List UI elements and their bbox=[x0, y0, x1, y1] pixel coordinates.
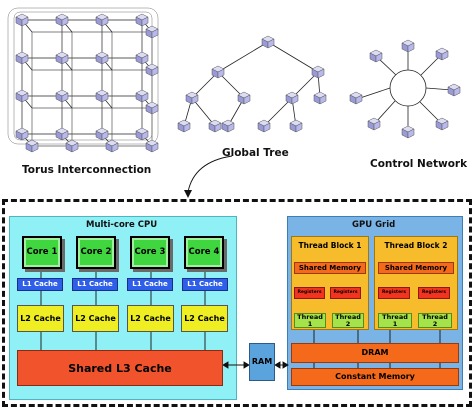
network-illustrations bbox=[7, 7, 461, 198]
registers-1b: Registers bbox=[330, 287, 361, 299]
caption-torus: Torus Interconnection bbox=[22, 164, 152, 176]
l2-cache-4: L2 Cache bbox=[181, 305, 228, 332]
thread-2-block-2: Thread 2 bbox=[418, 313, 452, 328]
dram: DRAM bbox=[291, 343, 459, 363]
thread-2-block-1: Thread 2 bbox=[332, 313, 364, 328]
shared-memory-2: Shared Memory bbox=[378, 262, 454, 274]
constant-memory: Constant Memory bbox=[291, 368, 459, 386]
core-1: Core 1 bbox=[22, 236, 62, 269]
core-4: Core 4 bbox=[184, 236, 224, 269]
torus-network-icon bbox=[7, 7, 159, 153]
global-tree-icon bbox=[177, 35, 327, 133]
caption-global-tree: Global Tree bbox=[222, 147, 289, 159]
l1-cache-3: L1 Cache bbox=[127, 278, 173, 291]
l1-cache-4: L1 Cache bbox=[182, 278, 228, 291]
cpu-title: Multi-core CPU bbox=[86, 220, 158, 230]
registers-2b: Registers bbox=[418, 287, 450, 299]
ram: RAM bbox=[249, 343, 275, 381]
l2-cache-3: L2 Cache bbox=[127, 305, 174, 332]
l1-cache-1: L1 Cache bbox=[17, 278, 63, 291]
core-2: Core 2 bbox=[76, 236, 116, 269]
thread-1-block-1: Thread 1 bbox=[294, 313, 326, 328]
registers-1a: Registers bbox=[294, 287, 325, 299]
curved-arrow bbox=[187, 155, 233, 193]
shared-memory-1: Shared Memory bbox=[294, 262, 366, 274]
curved-arrow-head bbox=[184, 190, 192, 198]
registers-2a: Registers bbox=[378, 287, 410, 299]
core-3: Core 3 bbox=[130, 236, 170, 269]
l2-cache-2: L2 Cache bbox=[72, 305, 119, 332]
l1-cache-2: L1 Cache bbox=[72, 278, 118, 291]
system-frame bbox=[2, 199, 472, 407]
control-network-icon bbox=[349, 39, 461, 139]
shared-l3-cache: Shared L3 Cache bbox=[17, 350, 223, 386]
caption-control-network: Control Network bbox=[370, 158, 468, 170]
gpu-title: GPU Grid bbox=[352, 220, 396, 230]
l2-cache-1: L2 Cache bbox=[17, 305, 64, 332]
thread-1-block-2: Thread 1 bbox=[378, 313, 412, 328]
